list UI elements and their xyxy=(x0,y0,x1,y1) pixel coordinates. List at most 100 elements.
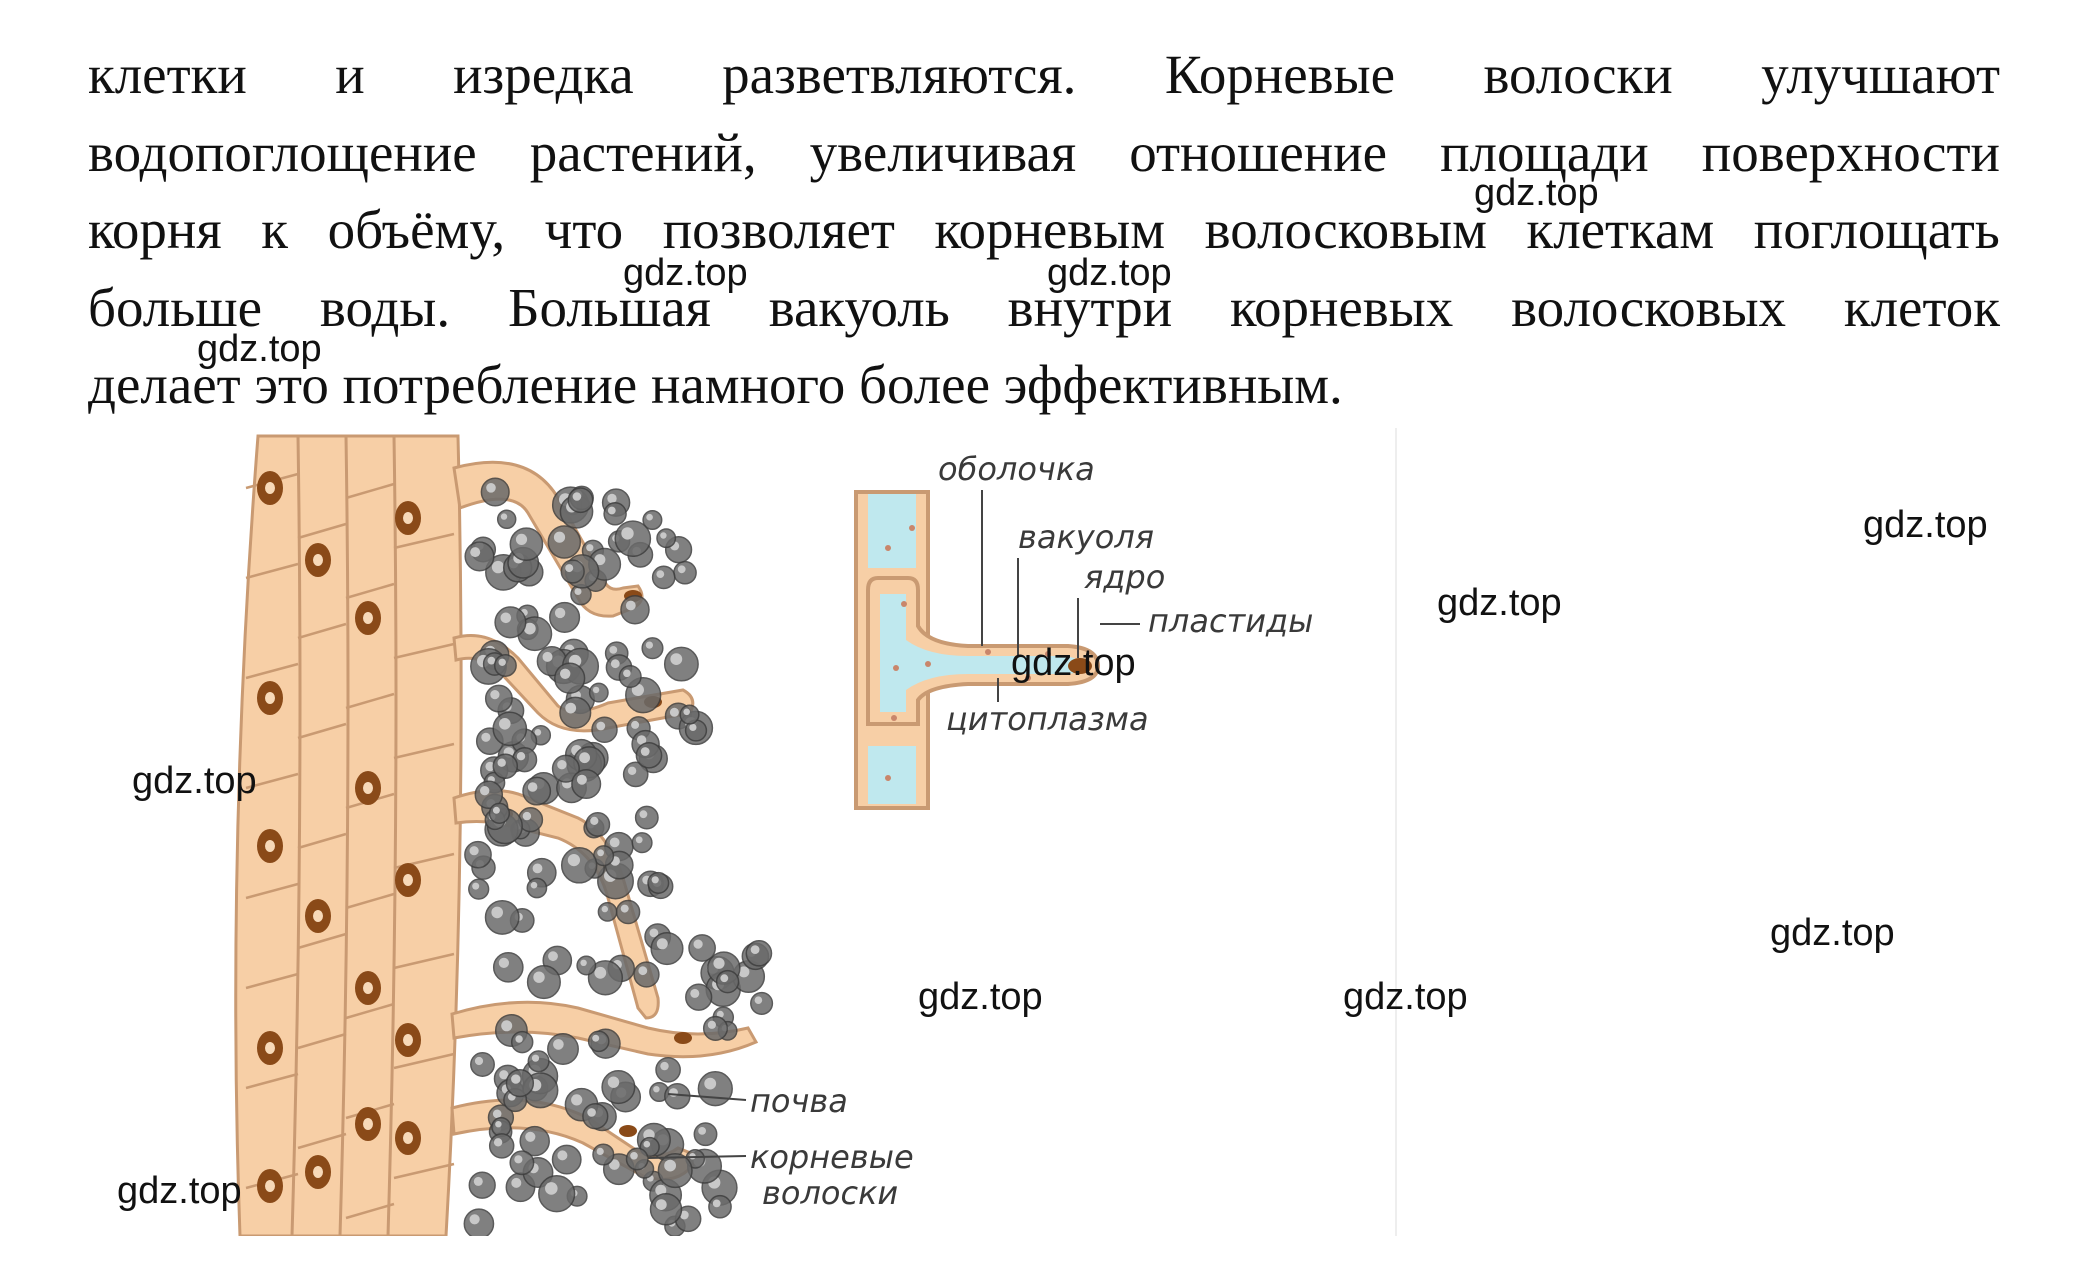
watermark: gdz.top xyxy=(117,1170,242,1212)
cell-nucleus xyxy=(363,612,373,624)
watermark: gdz.top xyxy=(623,252,748,294)
soil-particle xyxy=(698,1127,706,1135)
cell-wall xyxy=(245,662,299,680)
soil-particle xyxy=(708,1194,732,1219)
soil-particle xyxy=(565,702,577,714)
soil-particle xyxy=(750,991,774,1015)
soil-particle xyxy=(716,1010,724,1018)
soil-particle xyxy=(677,565,686,574)
word: водопоглощение xyxy=(88,121,477,183)
word: что xyxy=(544,199,624,260)
soil-particle xyxy=(492,951,524,983)
soil-particle xyxy=(588,682,609,703)
soil-particle xyxy=(704,1077,717,1090)
inset-vacuole xyxy=(868,746,916,804)
soil-particle xyxy=(601,1070,636,1105)
word: площади xyxy=(1440,121,1649,183)
soil-particle xyxy=(587,1108,596,1117)
label-membrane: оболочка xyxy=(938,450,1095,488)
soil-particle xyxy=(580,959,587,966)
text-line-3: корня к объёму, что позволяет корневым в… xyxy=(88,191,2000,269)
soil-particle xyxy=(548,951,558,962)
soil-particle xyxy=(664,1159,676,1172)
cell-wall xyxy=(345,892,395,910)
soil-particle xyxy=(470,547,481,558)
soil-particle xyxy=(707,1020,716,1029)
cell-wall xyxy=(393,1052,455,1070)
label-cytoplasm: цитоплазма xyxy=(946,700,1149,738)
soil-particle xyxy=(689,723,697,731)
soil-particle xyxy=(620,904,629,913)
soil-particle xyxy=(522,776,552,806)
soil-particle xyxy=(697,1071,733,1107)
cell-wall xyxy=(345,482,395,500)
soil-particle xyxy=(470,1052,495,1077)
soil-particle xyxy=(468,1171,496,1199)
soil-particle xyxy=(464,840,492,869)
soil-particle xyxy=(487,656,496,665)
cell-nucleus xyxy=(265,482,275,494)
word: волоски xyxy=(1483,44,1673,105)
soil-particle xyxy=(498,957,509,969)
soil-particle xyxy=(500,612,512,624)
soil-particle xyxy=(526,877,548,899)
soil-particle xyxy=(618,664,642,689)
root-hair-nucleus xyxy=(674,1032,692,1044)
word: объёму, xyxy=(327,199,506,260)
soil-particle xyxy=(547,525,582,559)
soil-particle xyxy=(679,1210,689,1220)
word: изредка xyxy=(453,44,634,105)
word: увеличивая xyxy=(809,121,1077,183)
watermark: gdz.top xyxy=(918,976,1043,1018)
soil-particle xyxy=(594,966,607,979)
soil-particle xyxy=(511,1177,522,1188)
soil-particle xyxy=(660,532,667,539)
soil-particle xyxy=(469,1214,480,1225)
inset-plastid xyxy=(885,775,891,781)
soil-particle xyxy=(495,1121,502,1128)
soil-particle xyxy=(509,1150,535,1176)
watermark: gdz.top xyxy=(1437,582,1562,624)
soil-particle xyxy=(560,559,585,584)
soil-particle xyxy=(646,513,653,521)
soil-particle xyxy=(514,1155,523,1164)
soil-particle xyxy=(590,816,599,825)
inset-plastid xyxy=(891,715,897,721)
label-root-hairs-1: корневые xyxy=(750,1138,914,1176)
soil-particle xyxy=(591,716,618,744)
soil-particle xyxy=(635,741,663,769)
soil-particle xyxy=(643,1140,651,1148)
soil-particle xyxy=(531,1054,540,1062)
inset-vacuole xyxy=(880,594,1082,712)
soil-particle xyxy=(551,1144,582,1175)
word: Корневые xyxy=(1164,44,1395,105)
soil-particle xyxy=(542,651,553,662)
soil-particle xyxy=(615,899,641,925)
soil-particle xyxy=(553,531,566,543)
cell-wall xyxy=(245,562,299,580)
soil-particle xyxy=(511,1074,521,1084)
word: воды. xyxy=(319,276,451,338)
word: волосковых xyxy=(1511,276,1787,338)
soil-particle xyxy=(486,483,496,493)
inset-plastid xyxy=(925,661,931,667)
soil-particle xyxy=(492,1109,502,1119)
soil-particle xyxy=(754,996,763,1004)
soil-particle xyxy=(655,1056,681,1083)
inset-plastid xyxy=(985,649,991,655)
soil-particle xyxy=(586,544,594,552)
soil-particle xyxy=(641,637,664,660)
cell-wall xyxy=(290,435,302,1236)
soil-particle xyxy=(527,1050,550,1073)
soil-particle xyxy=(523,622,536,635)
cell-nucleus xyxy=(363,1118,373,1130)
soil-particle xyxy=(683,708,690,716)
soil-particle xyxy=(657,1153,693,1189)
soil-particle xyxy=(640,747,650,756)
cell-nucleus xyxy=(265,1180,275,1192)
cell-nucleus xyxy=(403,1034,413,1046)
soil-particle xyxy=(649,1193,683,1226)
soil-particle xyxy=(579,752,590,764)
soil-particle xyxy=(505,1068,535,1098)
soil-particle xyxy=(554,607,566,619)
